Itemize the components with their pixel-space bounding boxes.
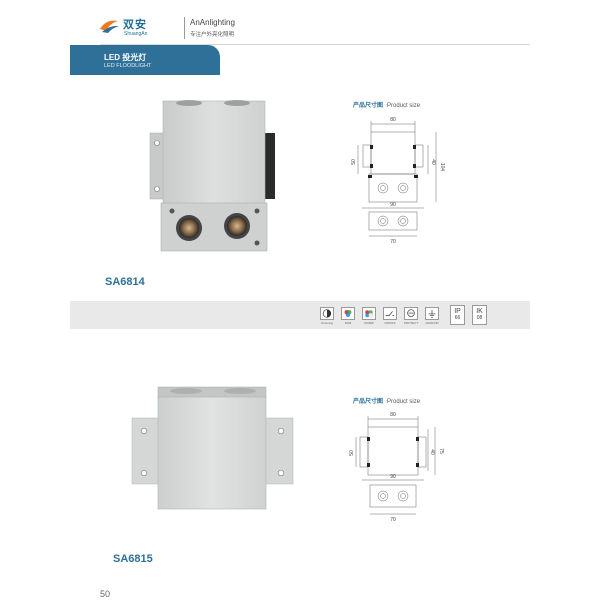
- section-banner: [70, 45, 220, 75]
- dim-left-height-2: 50: [349, 450, 355, 456]
- brand-slogan: 专注户外亮化照明: [190, 32, 235, 38]
- feature-caption-dimming: Dimming: [321, 321, 333, 325]
- dimension-drawing-2: 80 50 40 75 90 70: [349, 412, 444, 523]
- product-photo-sa6815: [131, 386, 294, 510]
- dim-right-total-1: 104: [439, 163, 445, 172]
- ik-label: IK: [476, 308, 483, 315]
- on-off-icon: [383, 307, 397, 320]
- ip-value: 66: [454, 315, 461, 321]
- dimming-icon: [320, 307, 334, 320]
- brand-logo-icon: [100, 20, 119, 33]
- size-title-cn: 产品尺寸图: [353, 103, 384, 109]
- feature-caption-on-off: ON/OFF: [384, 321, 396, 325]
- dim-mid-width-2: 90: [390, 474, 396, 480]
- ip-label: IP: [454, 308, 461, 315]
- protection-icon: [404, 307, 418, 320]
- product-photo-sa6814: [149, 100, 275, 252]
- dim-mid-width-1: 90: [390, 202, 396, 208]
- ik-rating-icon: IK 08: [472, 305, 487, 325]
- section-title-cn: LED 投光灯: [104, 53, 147, 62]
- feature-caption-rgbw: RGBW: [364, 321, 374, 325]
- ik-value: 08: [476, 315, 483, 321]
- dim-right-inner-1: 40: [430, 159, 436, 165]
- feature-caption-protect: PROTECT: [403, 321, 419, 325]
- grounding-icon: [425, 307, 439, 320]
- feature-caption-rgb: RGB: [344, 321, 352, 325]
- section-title-en: LED FLOODLIGHT: [104, 63, 152, 69]
- rgbw-icon: [362, 307, 376, 320]
- brand-divider: [184, 17, 185, 39]
- ip-rating-icon: IP 66: [450, 305, 465, 325]
- brand-name-pinyin: ShuangAn: [124, 31, 148, 37]
- dim-bottom-width-2: 70: [390, 517, 396, 523]
- dim-right-inner-2: 40: [429, 449, 435, 455]
- feature-caption-ground: GROUND: [425, 321, 439, 325]
- size-title-en: Product size: [387, 103, 421, 109]
- size-title-en-2: Product size: [387, 399, 421, 405]
- brand-name-cn: 双安: [123, 19, 147, 31]
- dim-right-total-2: 75: [438, 448, 444, 454]
- dim-bottom-width-1: 70: [390, 239, 396, 245]
- dimension-drawing-1: 80 50 40 104 90 70: [351, 117, 445, 245]
- dim-left-height-1: 50: [351, 159, 357, 165]
- header-rule: [100, 44, 530, 45]
- rgb-icon: [341, 307, 355, 320]
- dim-top-width-2: 80: [390, 412, 396, 418]
- page-number: 50: [100, 589, 111, 599]
- brand-name-en: AnAnlighting: [190, 18, 235, 27]
- size-title-cn-2: 产品尺寸图: [353, 399, 384, 405]
- product-model-2: SA6815: [113, 553, 153, 565]
- dim-top-width-1: 80: [390, 117, 396, 123]
- product-model-1: SA6814: [105, 276, 145, 288]
